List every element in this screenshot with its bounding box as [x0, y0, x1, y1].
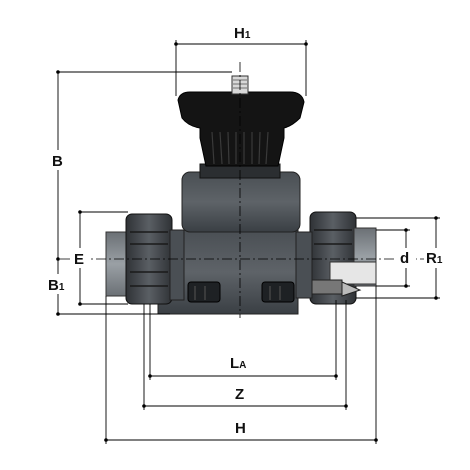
dimension-labels: H1 B E B1 d R1 LA Z H: [46, 24, 448, 437]
label-d: d: [400, 250, 409, 267]
foot-right: [261, 281, 295, 303]
label-r1: R1: [426, 250, 443, 267]
label-h: H: [235, 420, 246, 437]
foot-left: [187, 281, 221, 303]
label-b1: B1: [48, 277, 65, 294]
handwheel: [177, 91, 305, 167]
label-la: LA: [230, 355, 246, 372]
label-z: Z: [235, 386, 244, 403]
label-b: B: [52, 153, 63, 170]
label-h1: H1: [234, 25, 251, 42]
label-e: E: [74, 251, 84, 268]
bonnet: [181, 171, 301, 233]
valve-body-group: [105, 75, 377, 315]
extension-lines: [58, 40, 440, 444]
center-lines: [60, 62, 440, 318]
left-pipe: [105, 231, 129, 297]
